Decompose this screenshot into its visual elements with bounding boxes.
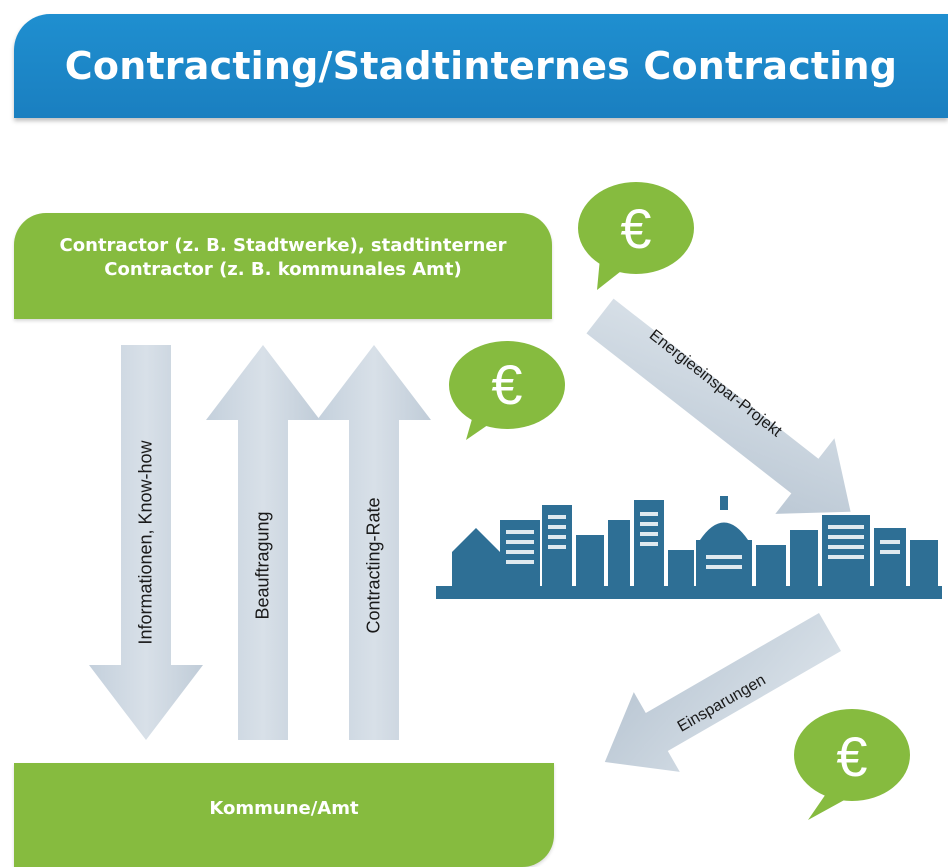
arrow-beauftragung-up [206, 345, 320, 740]
arrow-beauftragung-label: Beauftragung [252, 511, 273, 620]
kommune-label: Kommune/Amt [209, 798, 359, 819]
arrow-rate-up [317, 345, 431, 740]
contractor-label-line1: Contractor (z. B. Stadtwerke), stadtinte… [59, 235, 507, 256]
contractor-label-line2: Contractor (z. B. kommunales Amt) [104, 259, 462, 280]
euro-bubble-bottom: € [794, 709, 910, 820]
arrow-info-label: Informationen, Know-how [135, 440, 156, 645]
svg-text:€: € [836, 725, 867, 788]
arrow-projekt-diagonal [586, 298, 851, 514]
svg-text:€: € [491, 353, 522, 416]
euro-bubble-middle: € [449, 341, 565, 440]
arrow-rate-label: Contracting-Rate [363, 497, 384, 634]
contractor-label: Contractor (z. B. Stadtwerke), stadtinte… [14, 234, 552, 282]
arrow-einsparungen-diagonal [604, 612, 841, 772]
header-bar [14, 14, 948, 118]
euro-bubble-top: € [578, 182, 694, 290]
city-skyline-icon [436, 496, 942, 599]
kommune-box [14, 763, 554, 867]
svg-text:€: € [620, 197, 651, 260]
page-title: Contracting/Stadtinternes Contracting [64, 44, 898, 88]
arrow-info-down [89, 345, 203, 740]
contractor-box [14, 213, 552, 319]
